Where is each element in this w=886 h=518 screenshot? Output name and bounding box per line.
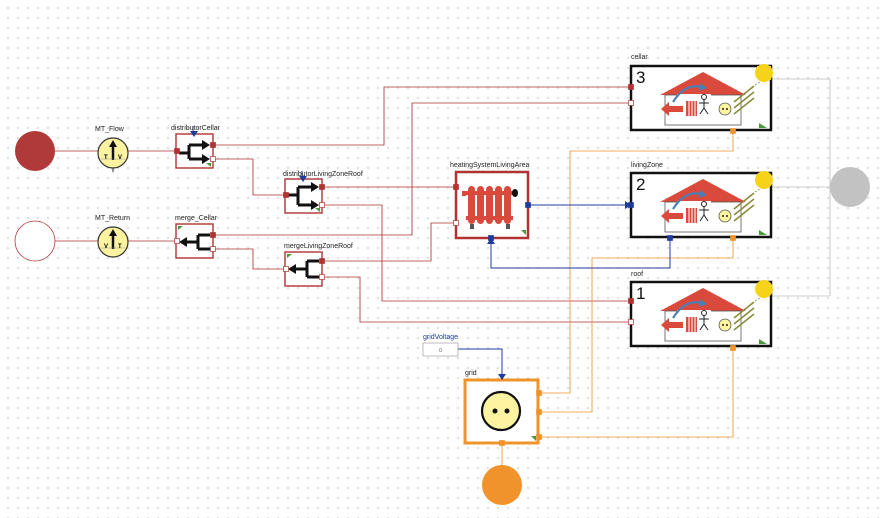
electric-port[interactable] <box>730 345 736 351</box>
port-markers <box>174 84 736 446</box>
heat-port[interactable] <box>525 202 531 208</box>
fluid-port[interactable] <box>628 100 634 106</box>
pipe-distributor-to-cellar <box>213 86 631 146</box>
radiator-icon <box>462 183 518 229</box>
fluid-port[interactable] <box>283 266 289 272</box>
pipe-dist-living-to-roof <box>322 204 631 302</box>
living-zone-label: livingZone <box>631 162 663 169</box>
cellar-label: cellar <box>631 54 648 61</box>
fluid-port[interactable] <box>319 202 325 208</box>
cable-grid-to-living-zone <box>539 238 734 413</box>
mt-return-label: MT_Return <box>95 215 131 222</box>
merge-living-zone-roof-label: mergeLivingZoneRoof <box>284 243 353 250</box>
electric-port[interactable] <box>499 440 505 446</box>
zone-number-living-zone: 2 <box>636 175 646 194</box>
weather-to-roof <box>771 187 831 297</box>
zone-cellar[interactable] <box>629 64 773 132</box>
return-sink[interactable] <box>14 220 56 262</box>
weather-to-cellar <box>771 78 831 187</box>
svg-text:V: V <box>104 244 108 250</box>
grid-voltage-label: gridVoltage <box>423 334 459 341</box>
svg-text:0: 0 <box>439 348 442 354</box>
fluid-port[interactable] <box>319 184 325 190</box>
zone-number-cellar: 3 <box>636 68 646 87</box>
svg-text:T: T <box>118 244 122 250</box>
merge-cellar[interactable] <box>175 223 214 259</box>
heating-system-living-area[interactable] <box>454 170 530 240</box>
svg-text:T: T <box>104 155 108 161</box>
electric-port[interactable] <box>730 235 736 241</box>
grid-voltage-source[interactable]: 0 <box>422 342 459 357</box>
fluid-port[interactable] <box>174 238 180 244</box>
sun-icon <box>755 280 773 298</box>
fluid-port[interactable] <box>210 142 216 148</box>
socket-icon <box>480 390 522 432</box>
fluid-port[interactable] <box>453 184 459 190</box>
arrow-into-grid <box>498 374 506 380</box>
mt-return-sensor[interactable]: V T <box>96 225 130 259</box>
signal-voltage-to-grid <box>458 348 503 380</box>
roof-label: roof <box>631 271 644 278</box>
electric-port[interactable] <box>536 434 542 440</box>
electric-ground[interactable] <box>482 465 522 505</box>
fluid-port[interactable] <box>210 156 216 162</box>
sun-icon <box>755 171 773 189</box>
heat-port[interactable] <box>667 235 673 241</box>
distributor-living-zone-roof[interactable] <box>284 176 323 214</box>
pipe-cellar-to-merge <box>213 102 631 236</box>
merge-living-zone-roof[interactable] <box>284 251 323 287</box>
zone-roof[interactable] <box>629 280 773 348</box>
cable-grid-to-cellar <box>539 131 734 394</box>
grid[interactable] <box>463 378 540 445</box>
weather-connections <box>771 78 831 297</box>
electric-port[interactable] <box>536 390 542 396</box>
svg-text:V: V <box>118 155 122 161</box>
fluid-port[interactable] <box>628 84 634 90</box>
distributor-cellar[interactable] <box>175 131 214 169</box>
heating-system-label: heatingSystemLivingArea <box>450 162 530 169</box>
electric-connections <box>501 131 734 465</box>
mt-flow-sensor[interactable]: T V <box>96 136 130 173</box>
zone-number-roof: 1 <box>636 284 646 303</box>
fluid-port[interactable] <box>628 298 634 304</box>
grid-label: grid <box>465 370 477 377</box>
pipe-merge-living-to-merge-cellar <box>213 248 286 270</box>
fluid-port[interactable] <box>174 148 180 154</box>
fluid-port[interactable] <box>453 220 459 226</box>
arrow-into-heater <box>487 238 495 244</box>
fluid-port[interactable] <box>628 319 634 325</box>
zone-living-zone[interactable] <box>629 171 773 239</box>
signal-connections <box>192 126 671 380</box>
flow-source[interactable] <box>15 131 55 171</box>
merge-cellar-label: merge_Cellar <box>175 215 218 222</box>
mt-flow-label: MT_Flow <box>95 126 124 133</box>
electric-port[interactable] <box>730 128 736 134</box>
arrow-into-living-zone <box>625 201 631 209</box>
pipe-roof-to-merge-living <box>322 276 631 323</box>
fluid-connections <box>55 86 631 323</box>
pipe-distributor-to-dist-living <box>213 158 286 196</box>
cable-grid-to-roof <box>539 348 734 438</box>
heat-port-living-zone-to-heater <box>490 238 671 269</box>
distributor-cellar-label: distributorCellar <box>171 125 221 132</box>
fluid-port[interactable] <box>210 232 216 238</box>
distributor-living-zone-roof-label: distributorLivingZoneRoof <box>283 171 363 178</box>
pipe-heater-to-merge-living <box>322 222 456 262</box>
electric-port[interactable] <box>536 409 542 415</box>
fluid-port[interactable] <box>319 274 325 280</box>
fluid-port[interactable] <box>210 246 216 252</box>
fluid-port[interactable] <box>283 192 289 198</box>
weather-source[interactable] <box>830 167 870 207</box>
fluid-port[interactable] <box>319 258 325 264</box>
